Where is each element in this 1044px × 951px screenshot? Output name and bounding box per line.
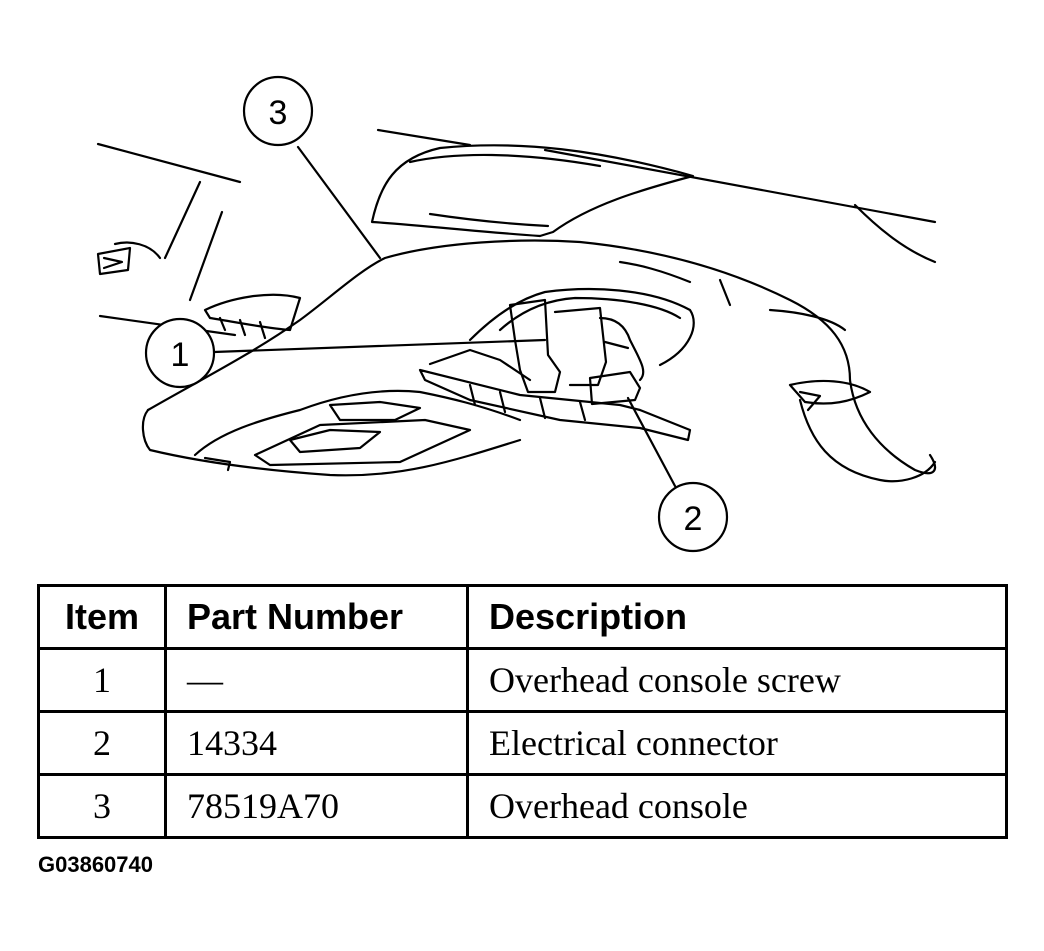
headliner-line [163, 180, 202, 260]
connector-harness [428, 348, 532, 382]
lamp-switch [328, 400, 422, 422]
callout-leader-2 [626, 396, 677, 488]
overhead-console-body [146, 239, 937, 475]
cell-part-number: 78519A70 [164, 773, 469, 839]
overhead-console-illustration: 3 1 2 [96, 75, 937, 553]
overhead-console-body [798, 398, 937, 483]
header-description: Description [466, 584, 1008, 650]
screw-boss [598, 316, 645, 382]
cell-description: Overhead console screw [466, 647, 1008, 713]
table-header-row: Item Part Number Description [37, 584, 1008, 650]
cell-description: Electrical connector [466, 710, 1008, 776]
screw-boss [603, 340, 630, 350]
table-row: 3 78519A70 Overhead console [37, 773, 1008, 839]
callout-2: 2 [657, 481, 729, 553]
rear-view-mirror [370, 144, 695, 238]
cell-item: 2 [37, 710, 167, 776]
callout-1: 1 [144, 317, 216, 389]
visor-clip [96, 246, 132, 276]
cell-description: Overhead console [466, 773, 1008, 839]
parts-table: Item Part Number Description 1 — Overhea… [37, 584, 1008, 839]
console-opening [468, 287, 695, 367]
cell-part-number: — [164, 647, 469, 713]
rear-view-mirror [408, 153, 602, 168]
grab-handle [218, 316, 267, 340]
headliner-line [188, 210, 224, 302]
electrical-connector [588, 370, 642, 406]
headliner-line [96, 142, 242, 184]
overhead-console-body [718, 278, 732, 307]
cell-item: 1 [37, 647, 167, 713]
coat-hook [788, 379, 872, 405]
table-row: 1 — Overhead console screw [37, 647, 1008, 713]
screw-boss [553, 306, 608, 387]
coat-hook [798, 390, 822, 412]
callout-2-label: 2 [684, 500, 703, 538]
table-row: 2 14334 Electrical connector [37, 710, 1008, 776]
overhead-console-body [141, 408, 522, 477]
overhead-console-body [768, 308, 847, 332]
callout-leader-3 [296, 145, 382, 260]
lamp-panel [193, 389, 522, 457]
callout-3-label: 3 [269, 94, 288, 132]
callout-leader-1 [212, 338, 547, 354]
visor-clip [113, 241, 162, 260]
lamp-panel [253, 418, 472, 467]
screw-boss [508, 298, 562, 394]
lamp-switch [288, 428, 382, 454]
connector-harness [468, 383, 587, 422]
lamp-panel [203, 456, 232, 472]
cell-part-number: 14334 [164, 710, 469, 776]
headliner-line [543, 148, 937, 224]
overhead-console-body [618, 260, 692, 284]
callout-3: 3 [242, 75, 314, 147]
header-item: Item [37, 584, 167, 650]
rear-view-mirror [428, 212, 550, 228]
header-part-number: Part Number [164, 584, 469, 650]
callout-1-label: 1 [171, 336, 190, 374]
headliner-line [376, 128, 472, 147]
cell-item: 3 [37, 773, 167, 839]
connector-harness [418, 368, 692, 442]
figure-code: G03860740 [38, 852, 153, 877]
visor-clip [102, 256, 124, 270]
console-opening [498, 296, 682, 332]
grab-handle [203, 293, 302, 332]
headliner-line [853, 203, 937, 264]
